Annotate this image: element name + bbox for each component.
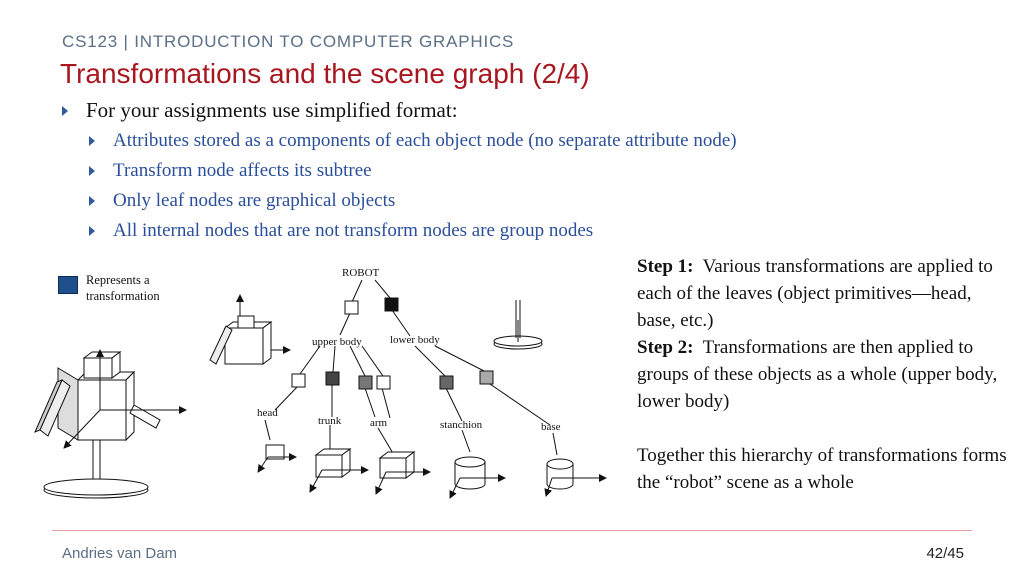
- transform-node: [439, 375, 454, 390]
- base-object: [546, 464, 574, 490]
- step-2: Step 2: Transformations are then applied…: [637, 334, 1007, 415]
- node-label-upper-body: upper body: [312, 336, 362, 348]
- node-label-base: base: [541, 421, 561, 433]
- transformation-legend-swatch: [58, 276, 78, 294]
- stanchion-object: [454, 462, 486, 490]
- step-1: Step 1: Various transformations are appl…: [637, 253, 1007, 334]
- group-node: [291, 373, 306, 388]
- slide-title: Transformations and the scene graph (2/4…: [60, 58, 590, 89]
- bullet-main-text: For your assignments use simplified form…: [86, 98, 458, 122]
- robot-scene-graph-diagram: ROBOT upper body lower body head trunk a…: [34, 267, 607, 499]
- lower-body-illustration: [493, 300, 543, 350]
- summary-text: Together this hierarchy of transformatio…: [637, 445, 1007, 493]
- bullet-arrow-icon: [89, 196, 95, 206]
- transformation-legend-text: Represents a transformation: [86, 273, 160, 303]
- transform-node: [479, 370, 494, 385]
- bullet-arrow-icon: [89, 226, 95, 236]
- group-node: [376, 375, 391, 390]
- arm-object: [379, 457, 407, 479]
- transform-node: [384, 297, 399, 312]
- bullet-sub: Attributes stored as a components of eac…: [60, 126, 960, 156]
- bullet-sub-text: Transform node affects its subtree: [113, 160, 372, 181]
- step-1-label: Step 1:: [637, 256, 694, 277]
- node-label-robot: ROBOT: [342, 267, 380, 279]
- bullet-arrow-icon: [62, 106, 68, 116]
- step-1-text: Various transformations are applied to e…: [637, 256, 993, 331]
- bullet-sub-text: Attributes stored as a components of eac…: [113, 130, 737, 151]
- course-title: CS123 | INTRODUCTION TO COMPUTER GRAPHIC…: [62, 32, 515, 51]
- robot-illustration: [34, 349, 187, 499]
- bullet-arrow-icon: [89, 166, 95, 176]
- bullet-arrow-icon: [89, 136, 95, 146]
- bullet-list: For your assignments use simplified form…: [60, 96, 960, 246]
- step-2-text: Transformations are then applied to grou…: [637, 337, 998, 412]
- footer-divider: [52, 530, 972, 531]
- steps-text: Step 1: Various transformations are appl…: [637, 253, 1007, 496]
- footer-author: Andries van Dam: [62, 545, 178, 562]
- transform-node: [358, 375, 373, 390]
- bullet-sub: All internal nodes that are not transfor…: [60, 216, 960, 246]
- group-node: [344, 300, 359, 315]
- node-label-lower-body: lower body: [390, 334, 440, 346]
- bullet-sub: Only leaf nodes are graphical objects: [60, 186, 960, 216]
- bullet-sub-text: Only leaf nodes are graphical objects: [113, 190, 396, 211]
- bullet-sub-text: All internal nodes that are not transfor…: [113, 220, 594, 241]
- bullet-main: For your assignments use simplified form…: [60, 96, 960, 126]
- step-2-label: Step 2:: [637, 337, 694, 358]
- small-robot-illustration: [209, 294, 291, 365]
- node-label-trunk: trunk: [318, 415, 342, 427]
- node-label-arm: arm: [370, 417, 388, 429]
- page-number: 42/45: [926, 545, 964, 562]
- transform-node: [325, 371, 340, 386]
- head-object: [265, 444, 285, 460]
- node-label-stanchion: stanchion: [440, 419, 483, 431]
- bullet-sub: Transform node affects its subtree: [60, 156, 960, 186]
- node-label-head: head: [257, 407, 278, 419]
